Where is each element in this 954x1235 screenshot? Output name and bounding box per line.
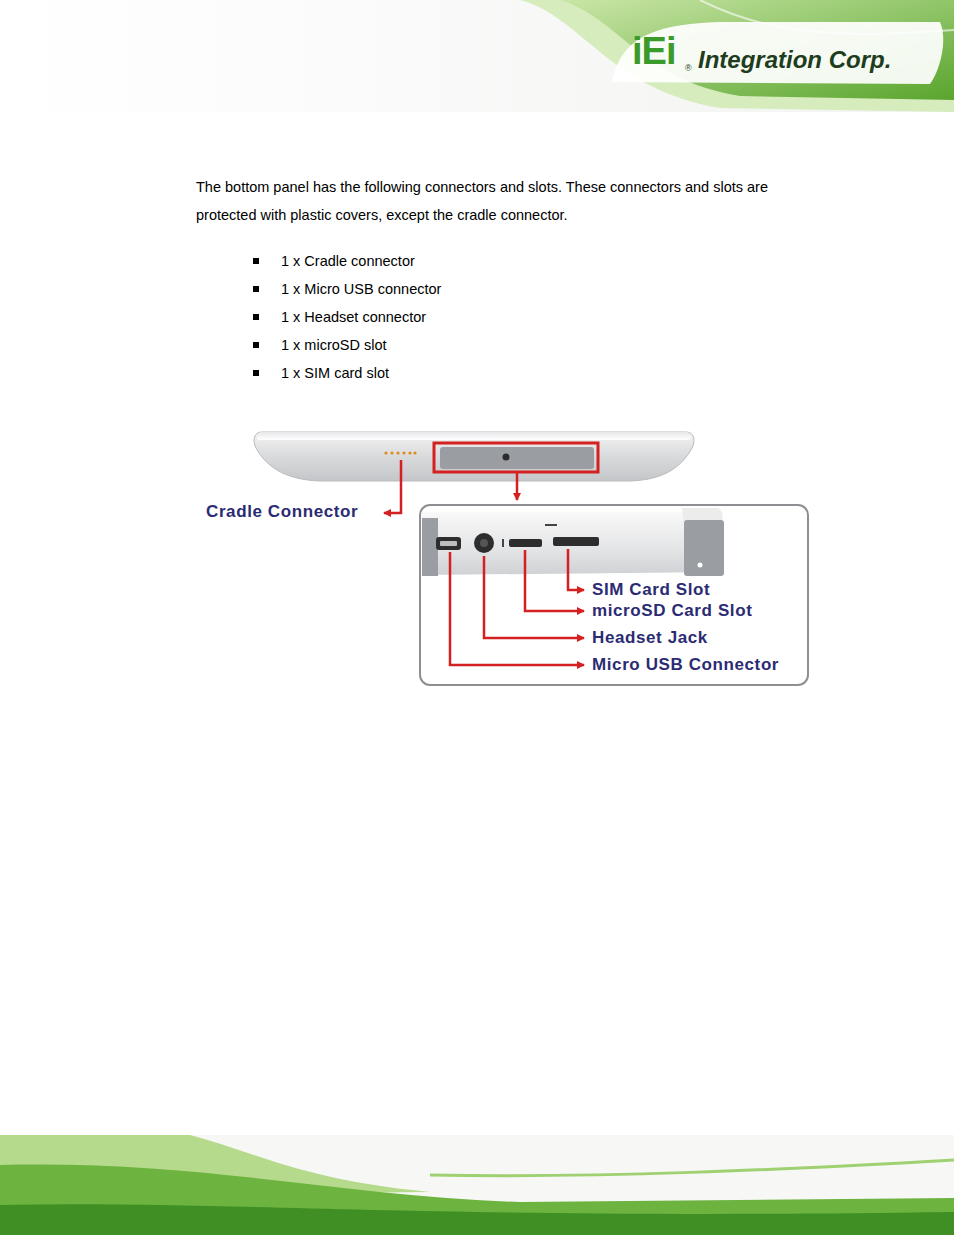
list-item: 1 x SIM card slot xyxy=(281,364,389,382)
bullet-square xyxy=(253,342,259,348)
callout-label: microSD Card Slot xyxy=(592,601,752,621)
bullet-square xyxy=(253,370,259,376)
bullet-square xyxy=(253,258,259,264)
inset-cover xyxy=(684,520,724,576)
footer-band xyxy=(0,1135,954,1235)
list-item: 1 x Cradle connector xyxy=(281,252,415,270)
inset-device xyxy=(422,509,722,575)
sim-slot xyxy=(553,537,599,546)
mark xyxy=(502,539,504,547)
micro-usb-port xyxy=(440,541,457,546)
port-cover xyxy=(440,447,594,469)
header-band xyxy=(0,0,954,112)
micro-usb-port xyxy=(436,537,461,550)
leader-lines xyxy=(450,549,584,665)
mark xyxy=(545,524,557,526)
footer-swoosh xyxy=(0,1204,954,1235)
device-body xyxy=(254,432,694,481)
device-edge xyxy=(257,432,691,440)
bullet-square xyxy=(253,286,259,292)
header-line xyxy=(700,0,954,34)
cover-screw xyxy=(503,454,510,461)
cradle-pins xyxy=(384,451,416,454)
headset-jack xyxy=(480,539,488,547)
callout-label: Micro USB Connector xyxy=(592,655,779,675)
callout-label: SIM Card Slot xyxy=(592,580,710,600)
headset-jack xyxy=(474,533,494,553)
header-swoosh xyxy=(520,0,954,112)
body-text: The bottom panel has the following conne… xyxy=(196,173,826,229)
logo-mark: iEi xyxy=(632,30,675,73)
leader-arrow xyxy=(516,473,519,500)
logo-ground xyxy=(612,22,943,84)
leader-line xyxy=(384,460,401,513)
cover-hole xyxy=(698,563,703,568)
footer-line xyxy=(430,1160,954,1176)
registered-mark: ® xyxy=(685,63,692,73)
company-name: Integration Corp. xyxy=(698,46,891,74)
list-item: 1 x microSD slot xyxy=(281,336,387,354)
highlight-box xyxy=(434,443,598,472)
bullet-square xyxy=(253,314,259,320)
list-item: 1 x Headset connector xyxy=(281,308,426,326)
callout-label: Headset Jack xyxy=(592,628,708,648)
inset-frame xyxy=(420,505,808,685)
inset-cover xyxy=(422,518,438,576)
list-item: 1 x Micro USB connector xyxy=(281,280,441,298)
microsd-slot xyxy=(509,539,542,547)
callout-label: Cradle Connector xyxy=(206,502,358,522)
header-swoosh xyxy=(560,0,954,100)
